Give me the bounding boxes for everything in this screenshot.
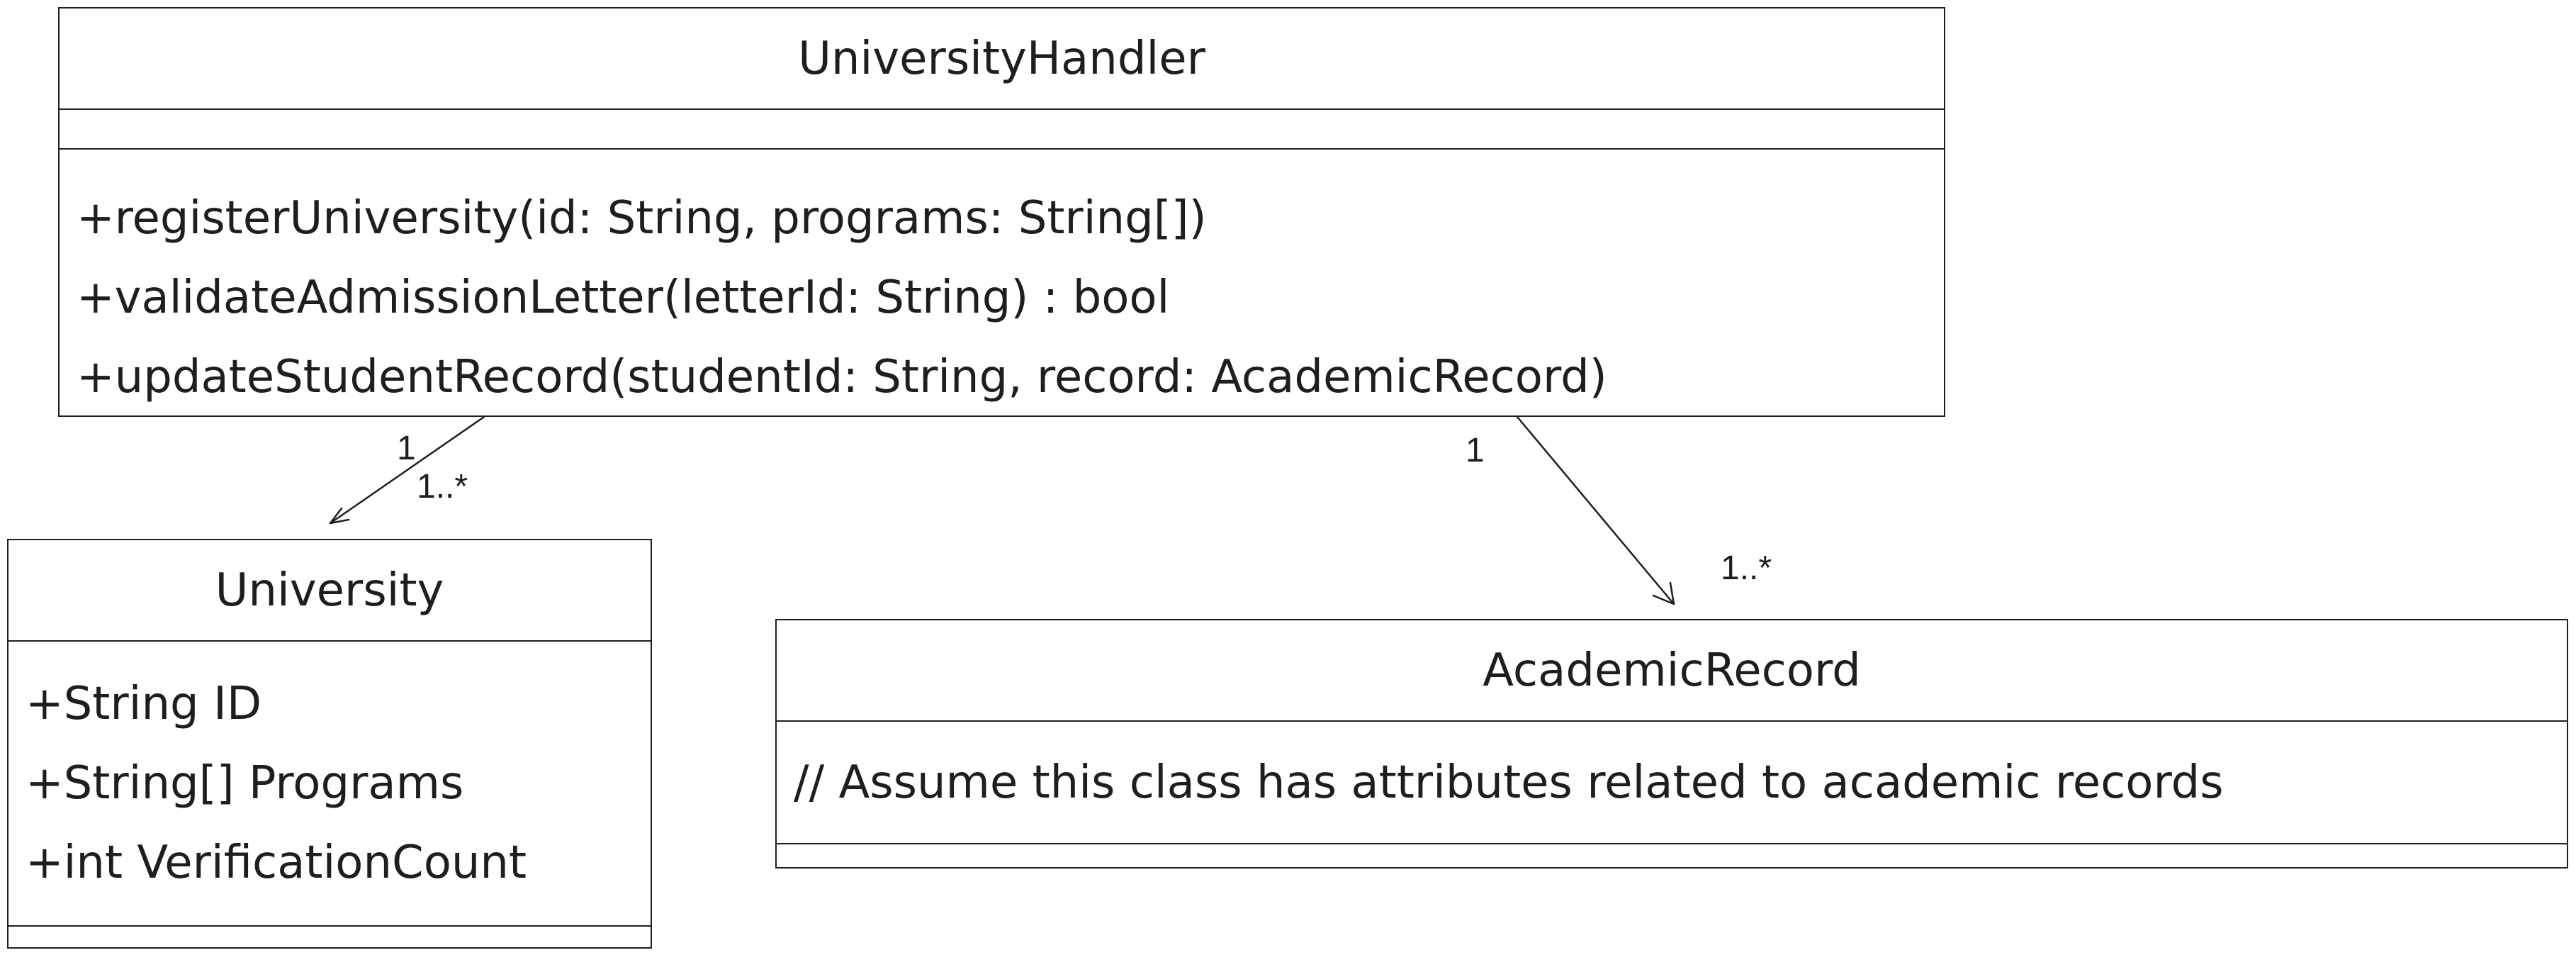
class-academic-record[interactable]: AcademicRecord // Assume this class has … <box>775 619 2568 869</box>
multiplicity-handler-university-source: 1 <box>397 430 416 467</box>
method-update-student-record: +updateStudentRecord(studentId: String, … <box>77 351 1607 403</box>
attributes-section: // Assume this class has attributes rela… <box>777 722 2567 844</box>
class-name: AcademicRecord <box>777 620 2567 722</box>
attributes-section: +String ID +String[] Programs +int Verif… <box>9 642 651 927</box>
multiplicity-handler-academic-record-source: 1 <box>1466 432 1485 469</box>
association-handler-academic-record <box>1516 415 1675 605</box>
attribute-id: +String ID <box>26 678 262 730</box>
class-name: University <box>9 540 651 642</box>
method-register-university: +registerUniversity(id: String, programs… <box>77 192 1207 245</box>
class-name: UniversityHandler <box>60 9 1944 110</box>
class-university[interactable]: University +String ID +String[] Programs… <box>7 539 652 949</box>
method-validate-admission-letter: +validateAdmissionLetter(letterId: Strin… <box>77 272 1170 324</box>
class-university-handler[interactable]: UniversityHandler +registerUniversity(id… <box>58 7 1945 417</box>
attribute-programs: +String[] Programs <box>26 757 464 810</box>
association-handler-university <box>329 415 485 525</box>
attribute-comment: // Assume this class has attributes rela… <box>794 756 2224 809</box>
multiplicity-handler-university-target: 1..* <box>417 468 468 506</box>
multiplicity-handler-academic-record-target: 1..* <box>1721 549 1772 587</box>
attribute-verification-count: +int VerificationCount <box>26 837 527 889</box>
attributes-section <box>60 110 1944 150</box>
methods-section: +registerUniversity(id: String, programs… <box>60 150 1944 417</box>
